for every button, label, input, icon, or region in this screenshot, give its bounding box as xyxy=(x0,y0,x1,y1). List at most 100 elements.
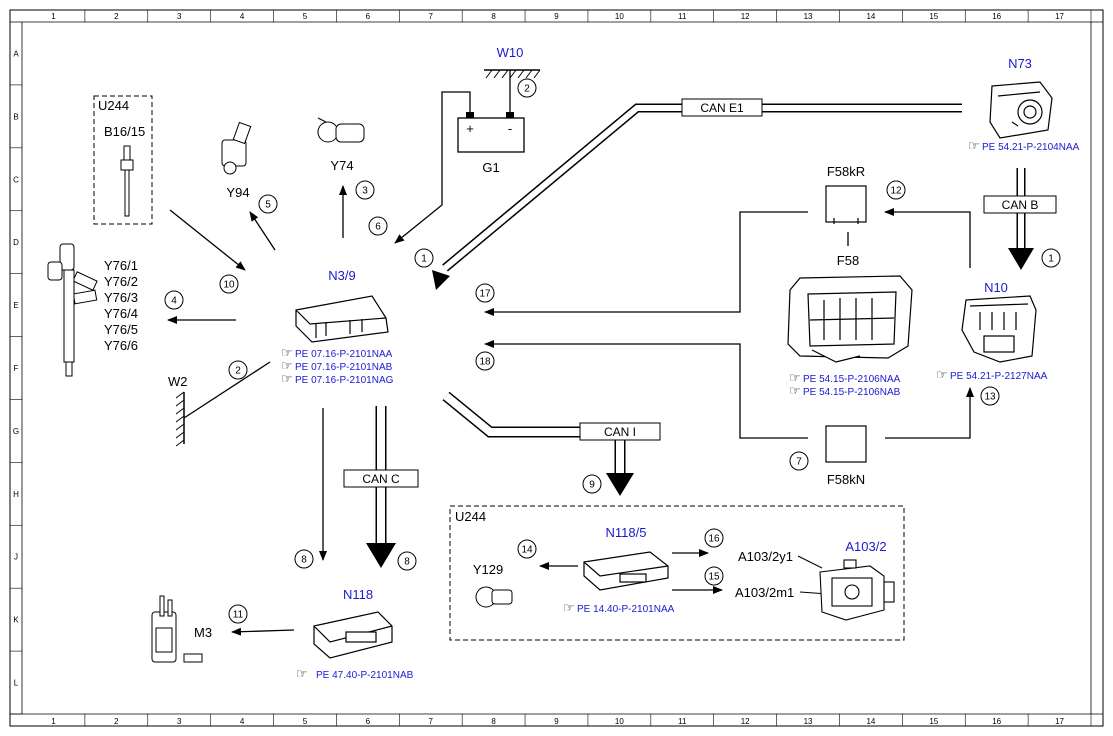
w2-ground-symbol xyxy=(175,391,185,447)
manual-ref-icon: ☞ xyxy=(281,345,293,360)
n73-ignition-switch-icon xyxy=(989,81,1053,139)
f58kr-relay xyxy=(825,185,867,223)
u244-bottom-label: U244 xyxy=(455,509,486,524)
f58kr-label: F58kR xyxy=(827,164,865,179)
callout-number: 18 xyxy=(479,357,491,368)
grid-column-label: 9 xyxy=(554,12,559,21)
frame xyxy=(9,9,1104,727)
grid-column-label: 3 xyxy=(177,12,182,21)
grid-column-label: 11 xyxy=(678,12,687,21)
callout-number: 14 xyxy=(521,545,533,556)
n10-control-unit-icon xyxy=(961,295,1037,363)
grid-column-label: 12 xyxy=(741,12,750,21)
b16-15-sensor-icon xyxy=(120,145,134,217)
callout-c8_right: 8 xyxy=(397,551,417,571)
w2-label: W2 xyxy=(168,374,188,389)
wires xyxy=(167,70,974,636)
grid-column-label: 12 xyxy=(741,717,750,726)
f58-ref-2: PE 54.15-P-2106NAB xyxy=(803,387,901,398)
grid-column-label: 5 xyxy=(303,717,308,726)
grid-column-label: 1 xyxy=(51,717,56,726)
can-b-label: CAN B xyxy=(1002,198,1039,212)
u244-top-label: U244 xyxy=(98,98,129,113)
n3-9-ecu-icon xyxy=(295,295,389,343)
grid-column-label: 14 xyxy=(866,717,875,726)
callout-c5: 5 xyxy=(258,194,278,214)
manual-ref-icon: ☞ xyxy=(789,383,801,398)
n3-9-ref-1: PE 07.16-P-2101NAA xyxy=(295,349,393,360)
manual-ref-icon: ☞ xyxy=(281,371,293,386)
n118-label: N118 xyxy=(343,587,373,602)
u244-bottom-box xyxy=(449,505,905,641)
callout-c15: 15 xyxy=(704,566,724,586)
y74-valve-icon xyxy=(317,117,365,143)
callout-number: 15 xyxy=(708,572,720,583)
callout-c10: 10 xyxy=(219,274,239,294)
g1-label: G1 xyxy=(482,160,499,175)
grid-column-label: 2 xyxy=(114,12,119,21)
callout-number: 10 xyxy=(223,280,235,291)
callout-number: 8 xyxy=(301,555,307,566)
battery-minus: - xyxy=(508,121,512,136)
grid-column-label: 17 xyxy=(1055,717,1064,726)
can-b-label-box: CAN B xyxy=(983,195,1057,214)
callout-number: 12 xyxy=(890,186,902,197)
grid-row-label: H xyxy=(13,490,19,499)
y76-label: Y76/1 xyxy=(104,258,138,273)
callout-c2_w2: 2 xyxy=(228,360,248,380)
callout-c17: 17 xyxy=(475,283,495,303)
callout-c2_w10: 2 xyxy=(517,78,537,98)
a103-2-actuator-icon xyxy=(819,559,895,621)
callout-number: 2 xyxy=(235,366,241,377)
m3-label: M3 xyxy=(194,625,212,640)
n10-ref: PE 54.21-P-2127NAA xyxy=(950,371,1048,382)
callout-number: 4 xyxy=(171,296,177,307)
g1-battery: + - xyxy=(457,112,525,153)
n118-5-ref: PE 14.40-P-2101NAA xyxy=(577,604,675,615)
can-c-label-box: CAN C xyxy=(343,469,419,488)
y94-valve-icon xyxy=(221,121,252,175)
grid-column-label: 16 xyxy=(992,12,1001,21)
grid-column-label: 1 xyxy=(51,12,56,21)
grid-row-label: E xyxy=(13,301,18,310)
y76-label: Y76/3 xyxy=(104,290,138,305)
y129-label: Y129 xyxy=(473,562,503,577)
y129-valve-icon xyxy=(475,586,513,608)
grid-column-label: 4 xyxy=(240,12,245,21)
b16-15-label: B16/15 xyxy=(104,124,145,139)
relay-pins xyxy=(833,218,859,224)
can-i-label-box: CAN I xyxy=(579,422,661,441)
grid-column-label: 11 xyxy=(678,717,687,726)
u244-top-box xyxy=(93,95,153,225)
grid-column-label: 6 xyxy=(366,717,371,726)
callout-c8_left: 8 xyxy=(294,549,314,569)
grid-column-label: 10 xyxy=(615,12,624,21)
manual-ref-icon: ☞ xyxy=(968,138,980,153)
can-c-label: CAN C xyxy=(362,472,400,486)
n118-5-module-icon xyxy=(583,551,669,591)
m3-fuel-pump-icon xyxy=(151,595,203,663)
grid-column-label: 17 xyxy=(1055,12,1064,21)
callout-number: 11 xyxy=(233,610,244,621)
callout-c11: 11 xyxy=(228,604,248,624)
grid-column-label: 2 xyxy=(114,717,119,726)
callout-c12: 12 xyxy=(886,180,906,200)
y76-label: Y76/4 xyxy=(104,306,138,321)
grid-column-label: 14 xyxy=(866,12,875,21)
grid-column-label: 3 xyxy=(177,717,182,726)
callout-number: 13 xyxy=(984,392,996,403)
manual-ref-icon: ☞ xyxy=(296,666,308,681)
grid-row-label: B xyxy=(13,112,18,121)
grid-column-label: 4 xyxy=(240,717,245,726)
can-i-label: CAN I xyxy=(604,425,636,439)
callout-number: 17 xyxy=(479,289,491,300)
y94-label: Y94 xyxy=(226,185,249,200)
f58-ref-1: PE 54.15-P-2106NAA xyxy=(803,374,901,385)
a103-2y1-label: A103/2y1 xyxy=(738,549,793,564)
manual-ref-icon: ☞ xyxy=(563,600,575,615)
battery-plus: + xyxy=(466,121,474,136)
grid-column-label: 15 xyxy=(929,12,938,21)
